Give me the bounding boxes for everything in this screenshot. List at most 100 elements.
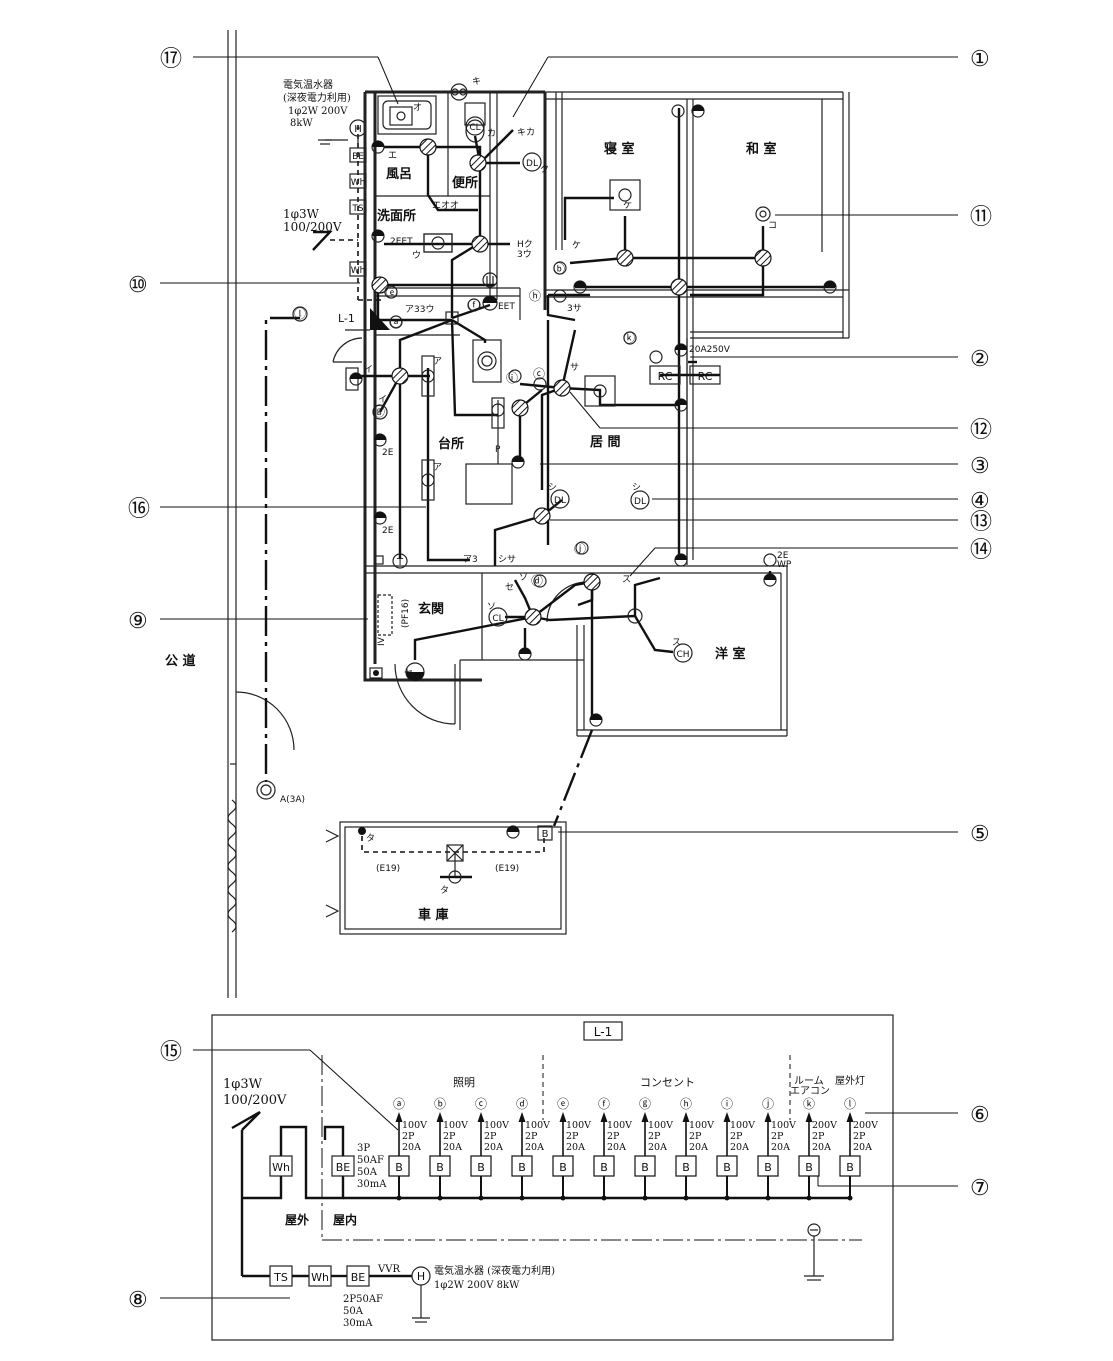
circuit-id: ⓗ [680,1097,692,1111]
svg-text:Wh: Wh [272,1161,290,1174]
callout-10: ⑩ [128,273,148,298]
callout-15: ⑮ [160,1040,182,1065]
svg-text:Wh: Wh [351,266,366,276]
circuit-poles: 2P [853,1131,866,1142]
room-toilet: 便所 [452,175,478,191]
circuit-poles: 2P [689,1131,702,1142]
circuit-amps: 20A [443,1142,462,1153]
service-line1: 1φ3W [283,207,320,221]
svg-text:エ: エ [388,151,397,161]
breaker-label: B [805,1161,813,1174]
circuit-amps: 20A [484,1142,503,1153]
circuit-amps: 20A [566,1142,585,1153]
circuit-voltage: 100V [566,1120,591,1131]
svg-text:CL: CL [469,123,480,133]
room-bath: 風呂 [386,167,412,182]
svg-text:キカ: キカ [517,127,535,138]
svg-text:VVR: VVR [377,1264,400,1275]
svg-text:50A: 50A [357,1167,378,1178]
svg-text:タ: タ [440,885,449,896]
svg-text:EET: EET [498,302,515,312]
schedule-service-2: 100/200V [223,1093,287,1108]
callout-4: ④ [970,489,990,514]
breaker-label: B [600,1161,608,1174]
svg-text:ケ: ケ [623,200,632,211]
panel-l1-label: L-1 [338,312,355,325]
svg-text:キ: キ [472,77,481,87]
circuit-id: ⓙ [762,1097,774,1111]
callout-17: ⑰ [160,47,182,72]
svg-text:DL: DL [526,159,538,169]
callout-8: ⑧ [128,1288,148,1313]
circuit-voltage: 200V [812,1120,837,1131]
callout-leaders [160,56,958,1299]
circuit-id: ⓛ [844,1097,856,1111]
svg-text:DL: DL [634,497,646,507]
room-japanese: 和 室 [746,141,777,157]
group-aircon-2: エアコン [790,1086,830,1097]
svg-text:カ: カ [487,128,496,139]
circuit-poles: 2P [812,1131,825,1142]
svg-text:ⓘ: ⓘ [506,371,518,385]
circuit-poles: 2P [648,1131,661,1142]
svg-text:TS: TS [273,1271,288,1284]
svg-text:RC: RC [698,370,713,383]
svg-text:(E19): (E19) [495,864,519,874]
panel-schedule: L-1 1φ3W 100/200V 照明 コンセント ルーム エアコン 屋外灯 … [211,1014,894,1341]
callout-14: ⑭ [970,538,992,563]
room-entrance: 玄関 [418,601,444,617]
circuit-amps: 20A [648,1142,667,1153]
circuit-id: ⓔ [557,1097,569,1111]
svg-text:20A250V: 20A250V [689,345,731,355]
svg-text:コ: コ [768,221,777,231]
svg-text:シ: シ [632,483,641,493]
circuit-id: ⓒ [475,1097,487,1111]
svg-text:P: P [495,445,501,455]
svg-text:CL: CL [492,614,503,624]
fixtures: H BE Wh TS Wh CL DL [256,83,837,884]
breaker-label: B [723,1161,731,1174]
callout-13: ⑬ [970,510,992,535]
svg-text:ⓕ: ⓕ [468,298,480,312]
circuit-poles: 2P [771,1131,784,1142]
callout-9: ⑨ [128,609,148,634]
svg-text:ソ: ソ [487,602,496,612]
svg-text:イ: イ [364,365,373,375]
svg-text:DL: DL [554,496,566,506]
breaker-label: B [764,1161,772,1174]
indoor-label: 屋内 [333,1212,357,1227]
callout-12: ⑫ [970,418,992,443]
circuit-poles: 2P [566,1131,579,1142]
circuit-id: ⓐ [393,1097,405,1111]
svg-text:2E: 2E [777,551,789,561]
svg-text:ⓓ: ⓓ [531,574,543,588]
svg-text:エオオ: エオオ [432,200,459,211]
svg-text:30mA: 30mA [343,1318,373,1329]
room-kitchen: 台所 [438,436,464,452]
circuit-amps: 20A [730,1142,749,1153]
circuit-voltage: 100V [525,1120,550,1131]
svg-text:2P50AF: 2P50AF [343,1294,383,1305]
room-living: 居 間 [590,435,621,450]
circuit-amps: 20A [689,1142,708,1153]
circuit-voltage: 200V [853,1120,878,1131]
schedule-heater-desc: 電気温水器 (深夜電力利用) [434,1264,555,1277]
svg-text:ス: ス [622,575,631,585]
svg-text:ス: ス [672,638,681,648]
svg-text:ⓖ: ⓖ [373,405,385,419]
callout-1: ① [970,47,990,72]
svg-text:RC: RC [658,370,673,383]
room-washroom: 洗面所 [377,208,416,224]
heater-subtitle: (深夜電力利用) [283,91,351,104]
circuit-id: ⓚ [803,1097,815,1111]
svg-text:オ: オ [413,102,422,113]
svg-text:ⓐ: ⓐ [390,315,402,329]
callout-11: ⑪ [970,205,992,230]
svg-text:H: H [354,124,362,135]
circuit-poles: 2P [402,1131,415,1142]
circuit-voltage: 100V [402,1120,427,1131]
circuit-poles: 2P [443,1131,456,1142]
breaker-label: B [436,1161,444,1174]
circuit-amps: 20A [402,1142,421,1153]
